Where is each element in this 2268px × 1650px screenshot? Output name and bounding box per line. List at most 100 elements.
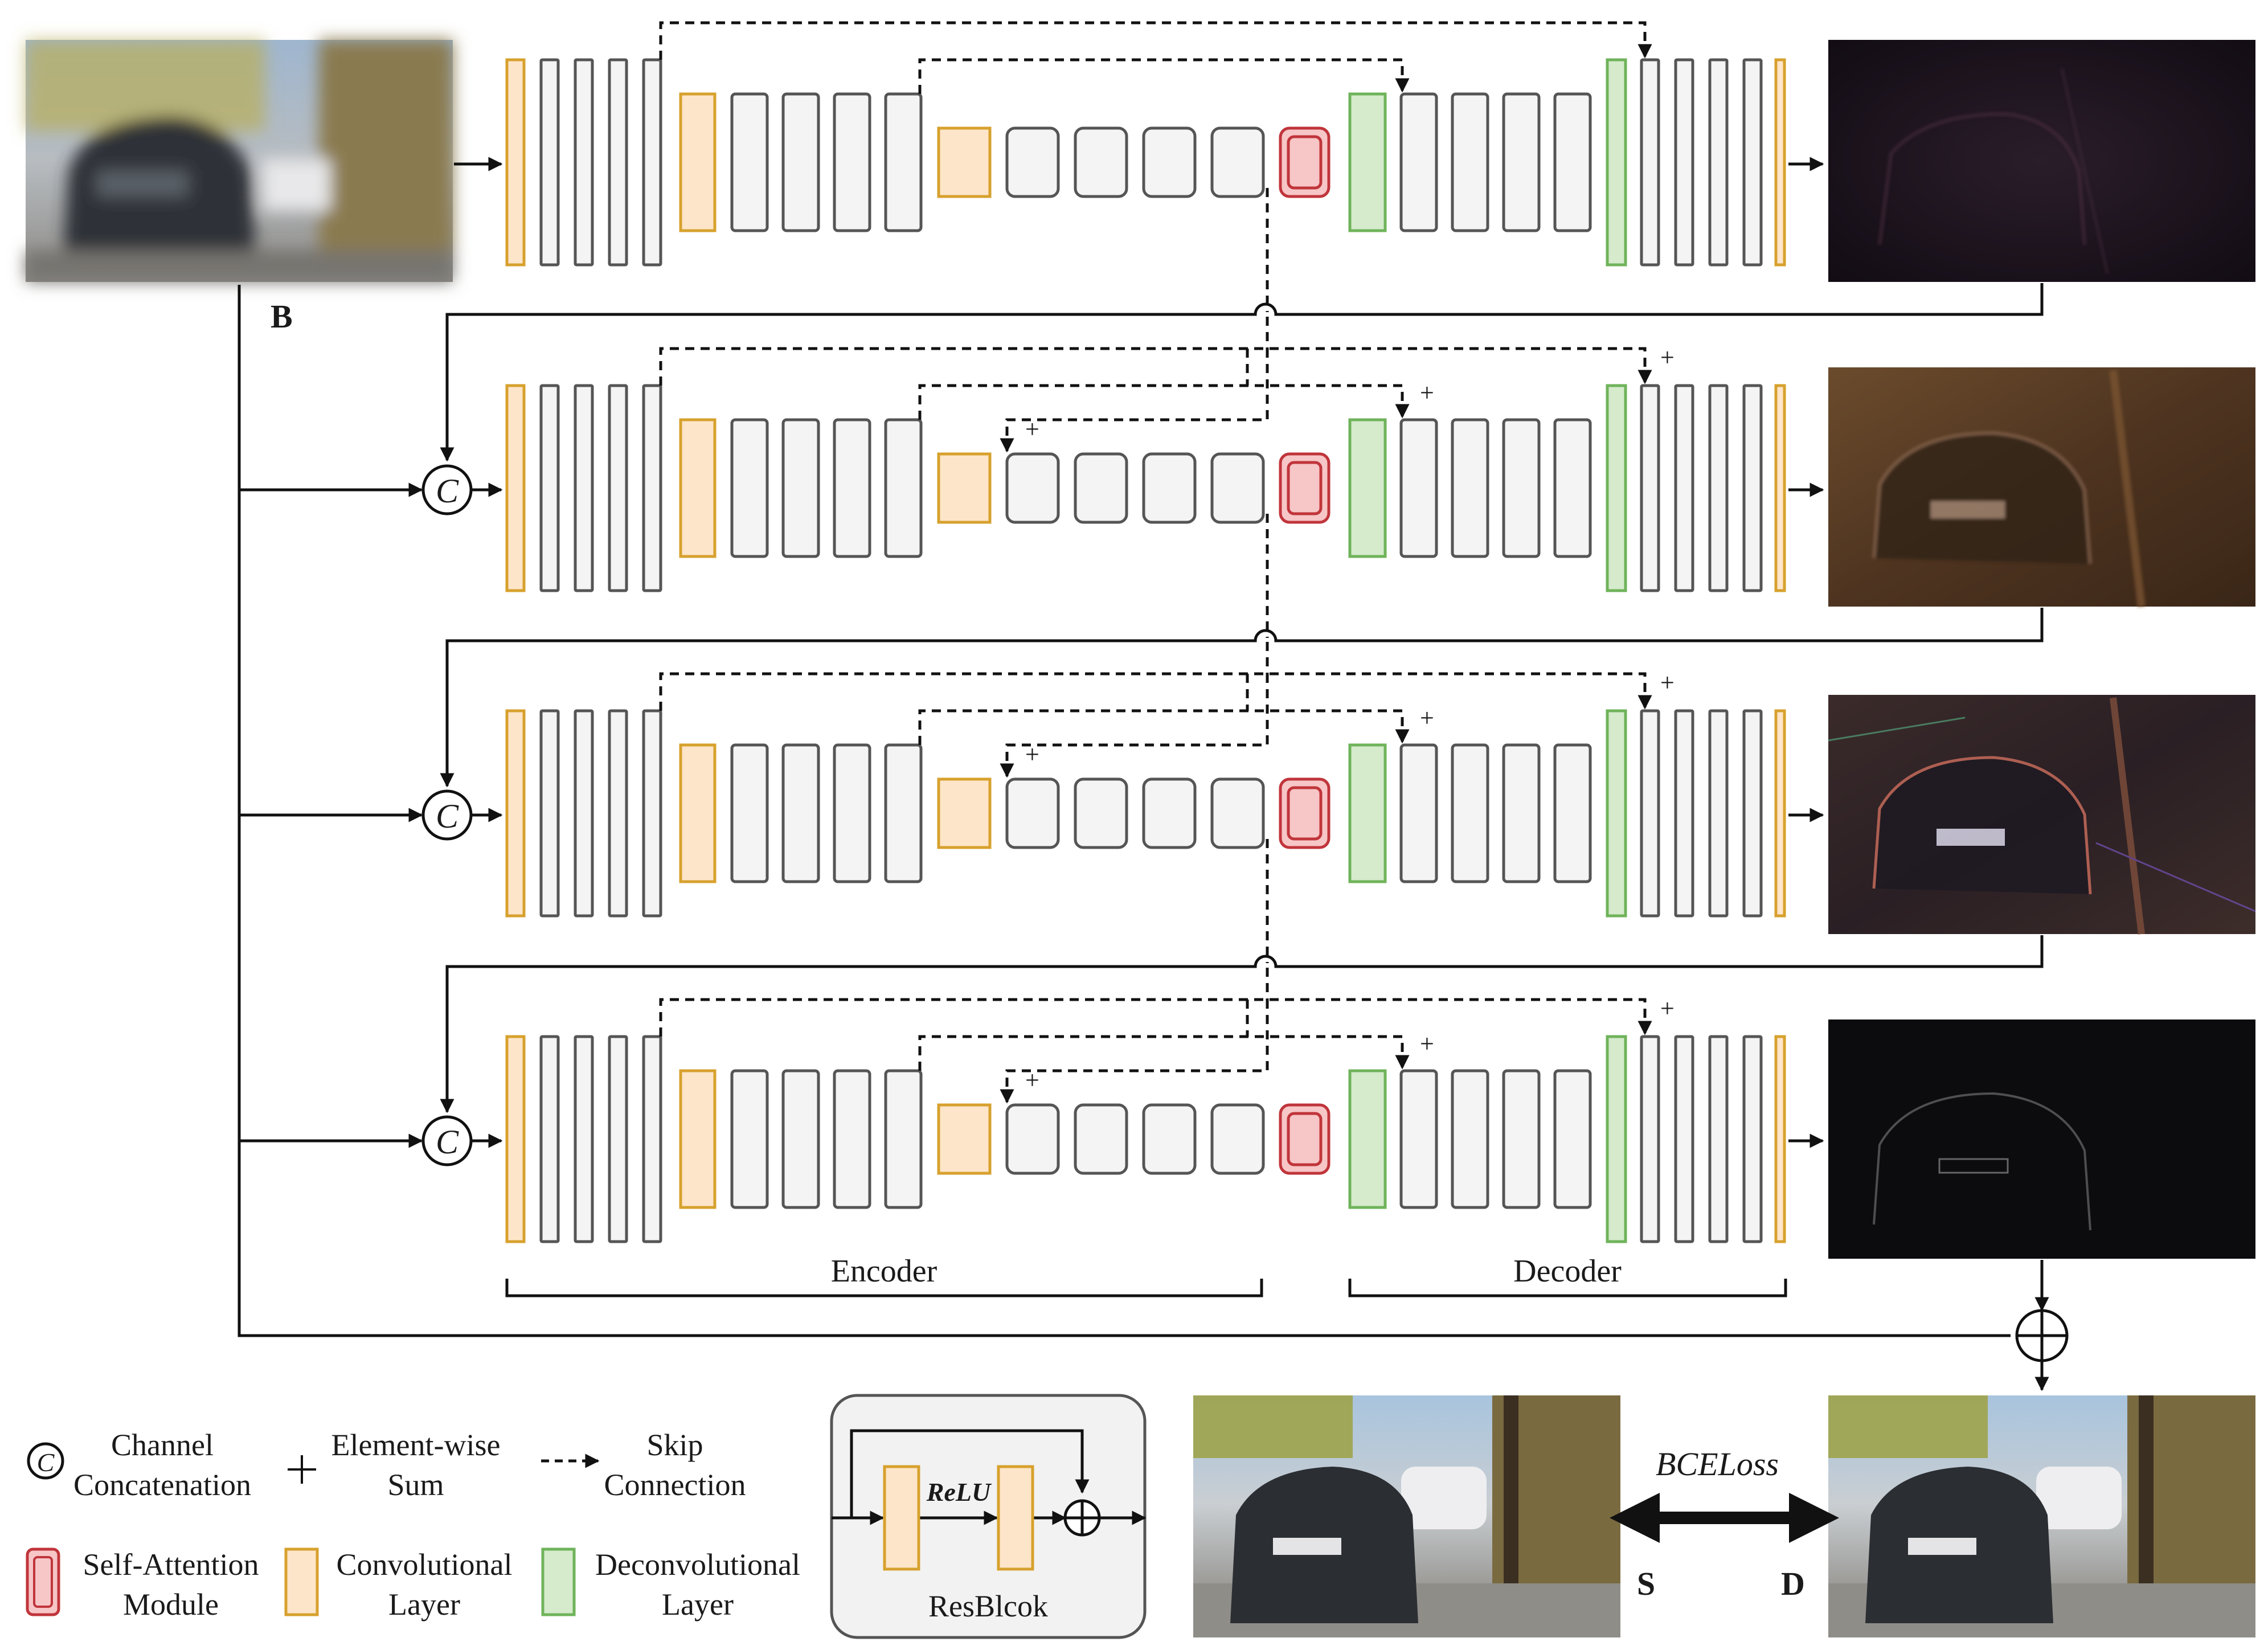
decoder-resblock-level1-1 xyxy=(1640,709,1660,918)
encoder-resblock-level1-2 xyxy=(574,1035,594,1243)
decoder-resblock-level2-1 xyxy=(1399,418,1438,558)
decoder-deconv-layer-1 xyxy=(1348,743,1387,883)
concat-operator-icon xyxy=(421,1115,473,1166)
decoder-resblock-level1-3 xyxy=(1708,1035,1729,1243)
residual-output-image-3 xyxy=(1828,695,2256,935)
encoder-resblock-level1-3 xyxy=(608,1035,628,1243)
encoder-resblock-level3-4 xyxy=(1210,126,1265,198)
decoder-resblock-level2-1 xyxy=(1399,92,1438,232)
encoder-conv-layer-2 xyxy=(679,1069,717,1209)
resblock-relu-label: ReLU xyxy=(926,1477,992,1506)
legend: C Channel Concatenation Element-wise Sum… xyxy=(26,1428,800,1622)
decoder-resblock-level1-1 xyxy=(1640,384,1660,592)
encoder-resblock-level3-1 xyxy=(1005,126,1060,198)
encoder-resblock-level3-4 xyxy=(1210,1103,1265,1175)
encoder-resblock-level2-4 xyxy=(884,418,923,558)
decoder-resblock-level1-4 xyxy=(1742,384,1763,592)
final-sum-operator xyxy=(2015,1309,2069,1362)
encoder-resblock-level1-4 xyxy=(642,709,662,918)
encoder-label: Encoder xyxy=(831,1254,938,1289)
blurred-input-image xyxy=(26,40,453,282)
encoder-conv-layer-3 xyxy=(937,777,992,849)
decoder-output-conv xyxy=(1774,384,1786,592)
encoder-resblock-level3-1 xyxy=(1005,452,1060,524)
encoder-resblock-level2-3 xyxy=(833,418,871,558)
encoder-conv-layer-1 xyxy=(505,1035,526,1243)
encoder-resblock-level2-2 xyxy=(781,743,820,883)
resblock-sum-icon xyxy=(1063,1499,1101,1537)
element-sum-plus-1: + xyxy=(1660,343,1675,371)
element-sum-plus-2: + xyxy=(1420,379,1434,407)
encoder-conv-layer-2 xyxy=(679,743,717,883)
skip-connection-level2 xyxy=(918,709,1410,745)
skip-connection-level2 xyxy=(918,384,1410,420)
decoder-resblock-level2-2 xyxy=(1451,1069,1489,1209)
encoder-resblock-level3-2 xyxy=(1074,1103,1128,1175)
self-attention-inner xyxy=(1287,135,1323,190)
legend-deconv-line1: Deconvolutional xyxy=(595,1547,800,1582)
stage-1 xyxy=(505,21,1824,312)
decoder-resblock-level1-3 xyxy=(1708,709,1729,918)
encoder-resblock-level2-1 xyxy=(730,743,769,883)
encoder-conv-layer-2 xyxy=(679,92,717,232)
legend-skip-line2: Connection xyxy=(604,1468,746,1502)
decoder-resblock-level1-1 xyxy=(1640,1035,1660,1243)
decoder-resblock-level2-2 xyxy=(1451,743,1489,883)
decoder-output-conv xyxy=(1774,58,1786,267)
decoder-resblock-level1-1 xyxy=(1640,58,1660,267)
legend-concat-line2: Concatenation xyxy=(73,1468,251,1502)
element-sum-plus-2: + xyxy=(1420,704,1434,732)
resblock-conv-2 xyxy=(997,1465,1034,1571)
decoder-resblock-level1-2 xyxy=(1674,58,1694,267)
encoder-resblock-level3-4 xyxy=(1210,452,1265,524)
cross-stage-skip-level3 xyxy=(1000,674,1269,778)
encoder-resblock-level3-2 xyxy=(1074,777,1128,849)
encoder-resblock-level3-1 xyxy=(1005,1103,1060,1175)
cross-stage-skip-level3 xyxy=(1000,1000,1269,1104)
concat-operator-symbol: C xyxy=(436,797,459,835)
encoder-resblock-level2-4 xyxy=(884,1069,923,1209)
self-attention-module xyxy=(1279,126,1330,198)
encoder-resblock-level3-3 xyxy=(1142,452,1197,524)
legend-concat-icon: C xyxy=(27,1442,64,1480)
encoder-resblock-level3-1 xyxy=(1005,777,1060,849)
encoder-conv-layer-2 xyxy=(679,418,717,558)
encoder-resblock-level1-3 xyxy=(608,709,628,918)
self-attention-inner xyxy=(1287,1112,1323,1166)
decoder-resblock-level2-2 xyxy=(1451,92,1489,232)
concat-operator-symbol: C xyxy=(436,472,459,510)
encoder-resblock-level3-3 xyxy=(1142,1103,1197,1175)
encoder-resblock-level1-4 xyxy=(642,1035,662,1243)
decoder-resblock-level2-4 xyxy=(1553,418,1592,558)
legend-attention-icon xyxy=(26,1547,60,1616)
encoder-resblock-level1-1 xyxy=(539,384,560,592)
encoder-resblock-level1-3 xyxy=(608,384,628,592)
bce-loss-label: BCELoss xyxy=(1656,1446,1779,1483)
encoder-resblock-level1-1 xyxy=(539,58,560,267)
encoder-resblock-level2-3 xyxy=(833,1069,871,1209)
concat-operator-symbol: C xyxy=(436,1123,459,1161)
encoder-resblock-level2-1 xyxy=(730,418,769,558)
decoder-resblock-level1-3 xyxy=(1708,384,1729,592)
legend-plus-icon xyxy=(288,1455,316,1484)
decoder-deconv-layer-2 xyxy=(1606,1035,1627,1243)
encoder-resblock-level2-2 xyxy=(781,92,820,232)
svg-text:C: C xyxy=(37,1448,55,1477)
encoder-conv-layer-3 xyxy=(937,126,992,198)
concat-operator-icon xyxy=(421,464,473,515)
legend-skip-line1: Skip xyxy=(646,1428,703,1462)
decoder-resblock-level2-4 xyxy=(1553,1069,1592,1209)
encoder-conv-layer-1 xyxy=(505,58,526,267)
encoder-resblock-level2-3 xyxy=(833,92,871,232)
encoder-resblock-level2-1 xyxy=(730,1069,769,1209)
element-sum-plus-3: + xyxy=(1025,1066,1039,1094)
decoder-resblock-level1-2 xyxy=(1674,384,1694,592)
legend-sum-line2: Sum xyxy=(387,1468,444,1502)
legend-sum-line1: Element-wise xyxy=(331,1428,501,1462)
self-attention-module xyxy=(1279,777,1330,849)
decoder-deconv-layer-2 xyxy=(1606,58,1627,267)
skip-connection-level2 xyxy=(918,1035,1410,1071)
decoder-resblock-level2-3 xyxy=(1502,743,1541,883)
legend-conv-line2: Layer xyxy=(388,1587,460,1622)
deblurred-output-image xyxy=(1828,1395,2255,1637)
